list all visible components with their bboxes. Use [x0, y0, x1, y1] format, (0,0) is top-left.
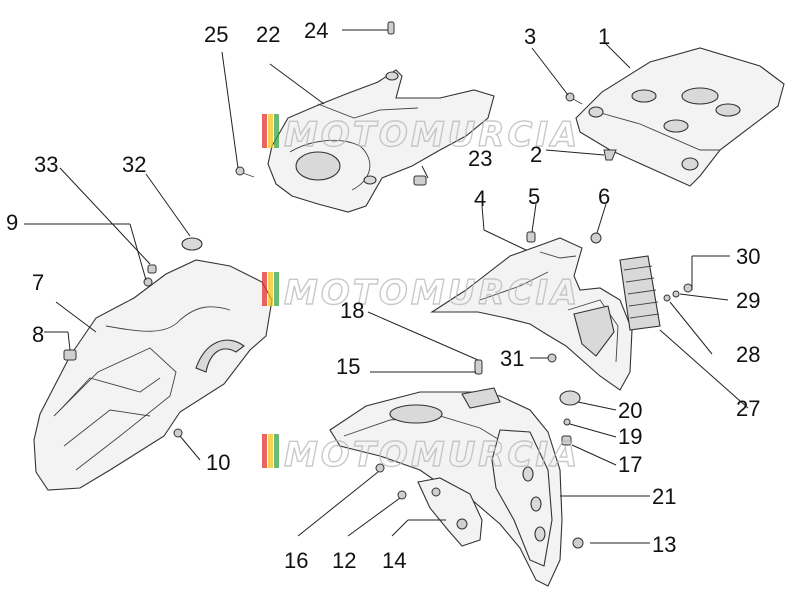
rear-inner-cover-part [267, 69, 495, 213]
callout-21: 21 [652, 484, 676, 509]
callout-13: 13 [652, 532, 676, 557]
callout-28: 28 [736, 342, 760, 367]
screw-3 [565, 92, 583, 105]
screw-13 [572, 537, 584, 549]
rear-cover-part [575, 47, 785, 187]
callout-3: 3 [524, 24, 536, 49]
watermark-top: MOTOMURCIA [262, 114, 580, 156]
cap-20 [559, 390, 581, 406]
callout-7: 7 [32, 270, 44, 295]
callout-31: 31 [500, 346, 524, 371]
callout-9: 9 [6, 210, 18, 235]
washer-19 [563, 418, 571, 426]
callout-10: 10 [206, 450, 230, 475]
callout-4: 4 [474, 186, 486, 211]
callout-8: 8 [32, 322, 44, 347]
reflector-27 [619, 255, 661, 331]
callout-1: 1 [598, 24, 610, 49]
screw-12 [397, 490, 407, 500]
leader-lines [24, 29, 749, 544]
callout-12: 12 [332, 548, 356, 573]
callout-25: 25 [204, 22, 228, 47]
screw-15 [474, 359, 483, 375]
callout-16: 16 [284, 548, 308, 573]
nut-28 [663, 294, 671, 302]
watermark-bottom: MOTOMURCIA [262, 434, 580, 476]
callout-32: 32 [122, 152, 146, 177]
watermark-text: MOTOMURCIA [284, 273, 580, 313]
callout-30: 30 [736, 244, 760, 269]
nut-23 [413, 175, 427, 186]
callout-18: 18 [340, 298, 364, 323]
clip-17 [561, 435, 572, 446]
callout-19: 19 [618, 424, 642, 449]
screw-6 [590, 232, 602, 244]
callout-22: 22 [256, 22, 280, 47]
watermark-text: MOTOMURCIA [284, 115, 580, 155]
bracket-14 [417, 477, 483, 547]
callout-33: 33 [34, 152, 58, 177]
nut-31 [547, 353, 557, 363]
rear-fender-part [33, 259, 273, 491]
screw-30 [683, 283, 693, 293]
license-plate-holder-part [430, 237, 633, 391]
callout-29: 29 [736, 288, 760, 313]
callout-15: 15 [336, 354, 360, 379]
watermark-text: MOTOMURCIA [284, 435, 580, 475]
callout-24: 24 [304, 18, 328, 43]
watermark-middle: MOTOMURCIA [262, 272, 580, 314]
cap-32 [181, 237, 203, 251]
clip-8 [63, 349, 77, 361]
callout-14: 14 [382, 548, 406, 573]
callout-6: 6 [598, 184, 610, 209]
callout-numbers: 1 2 3 4 5 6 7 8 9 10 12 13 14 15 16 17 1… [6, 18, 760, 573]
screw-5 [526, 231, 536, 243]
screw-25 [235, 166, 255, 178]
callout-5: 5 [528, 184, 540, 209]
clip-2 [603, 149, 617, 161]
callout-23: 23 [468, 146, 492, 171]
callout-20: 20 [618, 398, 642, 423]
clip-33 [147, 264, 157, 274]
screw-10 [173, 428, 183, 438]
callout-17: 17 [618, 452, 642, 477]
front-mudguard-part [329, 387, 563, 587]
clip-16 [375, 463, 385, 473]
callout-2: 2 [530, 142, 542, 167]
screw-24 [387, 21, 395, 35]
screw-9 [143, 277, 153, 287]
callout-27: 27 [736, 396, 760, 421]
washer-29 [672, 290, 680, 298]
